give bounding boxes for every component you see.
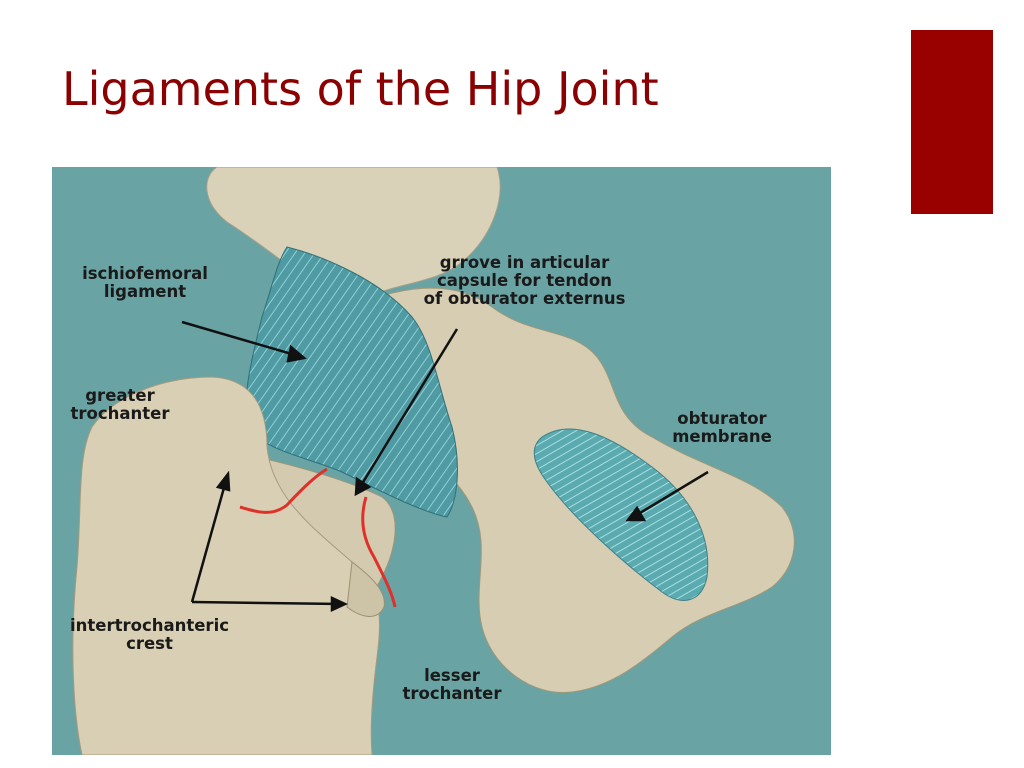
intertrochanteric-crest-label: intertrochanteric crest xyxy=(62,617,237,653)
greater-trochanter-line2: trochanter xyxy=(70,404,170,423)
groove-label: grrove in articular capsule for tendon o… xyxy=(412,254,637,308)
ischiofemoral-ligament-shape xyxy=(245,246,458,518)
groove-label-line3: of obturator externus xyxy=(423,289,626,308)
groove-label-line2: capsule for tendon xyxy=(437,271,612,290)
intertrochanteric-crest-line2: crest xyxy=(126,634,173,653)
accent-bar xyxy=(911,30,993,214)
lesser-trochanter-line1: lesser xyxy=(424,666,480,685)
ischiofemoral-label: ischiofemoral ligament xyxy=(70,265,220,301)
red-line-left xyxy=(239,467,328,514)
lesser-trochanter-label: lesser trochanter xyxy=(387,667,517,703)
hip-joint-illustration: ischiofemoral ligament grrove in articul… xyxy=(52,167,831,755)
lesser-trochanter-shape xyxy=(346,561,385,617)
obturator-membrane-label: obturator membrane xyxy=(652,410,792,446)
slide-title: Ligaments of the Hip Joint xyxy=(62,62,659,116)
obturator-membrane-line1: obturator xyxy=(677,409,767,428)
red-line-right xyxy=(361,496,397,608)
lesser-trochanter-line2: trochanter xyxy=(402,684,502,703)
ischiofemoral-label-line1: ischiofemoral xyxy=(82,264,208,283)
greater-trochanter-label: greater trochanter xyxy=(60,387,180,423)
hip-anatomy-drawing xyxy=(72,167,795,755)
groove-label-line1: grrove in articular xyxy=(439,253,610,272)
intertrochanteric-crest-line1: intertrochanteric xyxy=(69,616,230,635)
ischiofemoral-label-line2: ligament xyxy=(103,282,187,301)
obturator-membrane-line2: membrane xyxy=(672,427,772,446)
greater-trochanter-line1: greater xyxy=(85,386,155,405)
obturator-membrane-shape xyxy=(533,428,709,601)
